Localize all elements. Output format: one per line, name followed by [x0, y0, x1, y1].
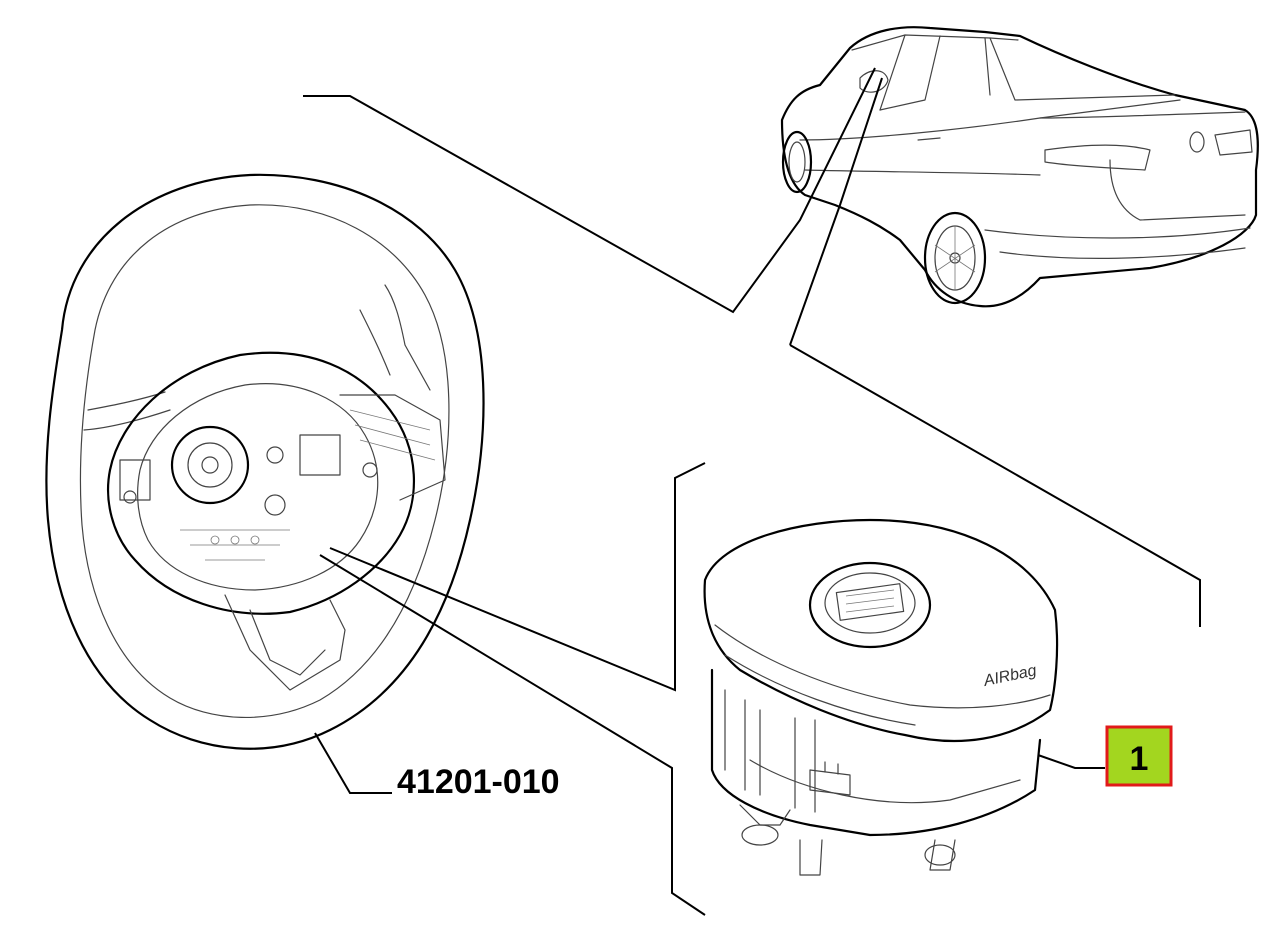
callout-1: 1 [1105, 725, 1173, 787]
steering-wheel-icon [45, 173, 485, 750]
airbag-cover-label: AIRbag [981, 662, 1038, 690]
airbag-module-icon: AIRbag [703, 518, 1059, 876]
callout-box [1105, 725, 1173, 787]
assembly-part-number: 41201-010 [397, 763, 560, 801]
car-icon [780, 26, 1259, 308]
leader-lines [303, 67, 1201, 916]
callout-number: 1 [1130, 740, 1149, 778]
